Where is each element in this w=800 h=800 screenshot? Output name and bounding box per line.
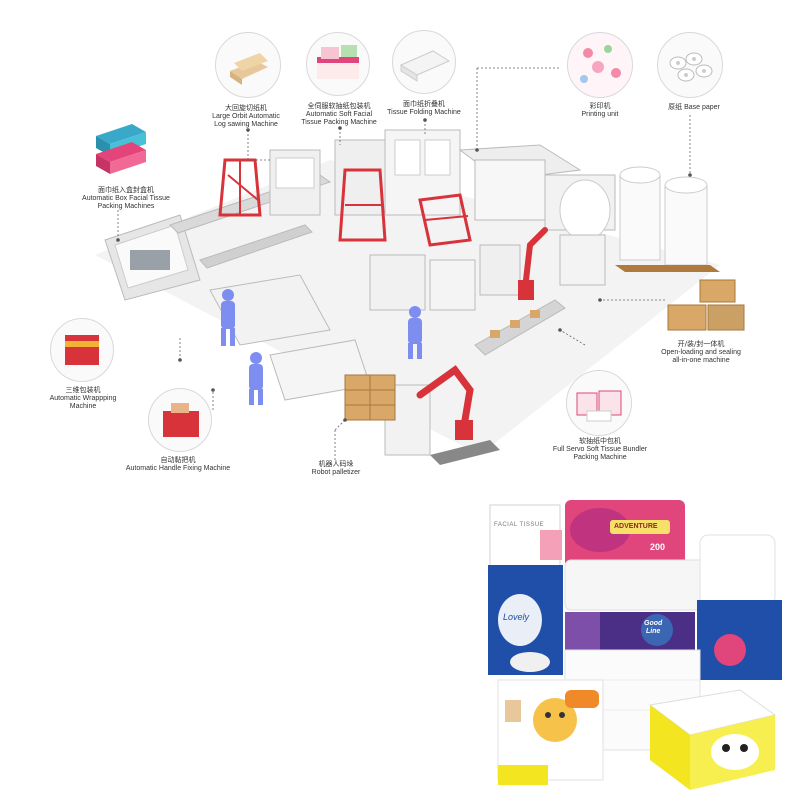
callout-dots [116, 118, 692, 422]
robot-palletizer [344, 365, 500, 465]
label-box-pack: 面巾纸入盒封盒机 Automatic Box Facial Tissue Pac… [82, 186, 170, 210]
center-machines [369, 234, 606, 311]
label-bundler: 软抽纸中包机 Full Servo Soft Tissue Bundler Pa… [552, 437, 648, 461]
brand-script-text: Lovely [503, 612, 530, 622]
line-text: Line [645, 628, 661, 635]
label-carton: 开/装/封一体机 Open-loading and sealing all-in… [661, 340, 741, 364]
label-wrap: 三维包装机 Automatic Wrappping Machine [49, 386, 117, 410]
robot-arm-center [518, 227, 548, 300]
bundler-thumbnail [566, 370, 632, 436]
log-saw-machine [218, 149, 321, 217]
base-paper-thumbnail [657, 32, 723, 98]
tissue-folding-machine [384, 129, 461, 216]
handle-thumbnail [148, 388, 212, 452]
label-log-saw: 大回旋切纸机 Large Orbit Automatic Log sawing … [212, 104, 280, 128]
facial-tissue-text: FACIAL TISSUE [494, 522, 545, 528]
label-handle: 自动黏把机 Automatic Handle Fixing Machine [125, 456, 231, 472]
callout-lines [117, 67, 691, 460]
label-base: 原纸 Base paper [668, 104, 720, 111]
transfer-gantry [418, 193, 472, 247]
count-text: 200 [650, 542, 666, 552]
good-text: Good [644, 620, 663, 627]
carton-boxes-top [667, 279, 745, 331]
soft-pack-thumbnail [306, 32, 370, 96]
fold-thumbnail [392, 30, 456, 94]
label-soft-pack: 全伺服软抽纸包装机 Automatic Soft Facial Tissue P… [301, 102, 377, 126]
box-pack-thumbnail [92, 120, 150, 180]
base-paper-rolls [615, 166, 720, 272]
wrap-thumbnail [50, 318, 114, 382]
printing-unit [458, 144, 616, 241]
label-fold: 面巾纸折叠机 Tissue Folding Machine [387, 100, 461, 116]
label-print: 彩印机 Printing unit [581, 102, 619, 118]
log-saw-thumbnail [215, 32, 281, 98]
worker-figures [221, 289, 422, 405]
adventure-brand-text: ADVENTURE [614, 523, 658, 530]
box-packing-machine [104, 214, 201, 301]
soft-tissue-packing-machine [334, 139, 391, 242]
print-thumbnail [567, 32, 633, 98]
label-palletizer: 机器人码垛 Robot palletizer [311, 460, 361, 476]
good-line-text: Good Line [644, 620, 662, 636]
output-conveyor [474, 299, 566, 356]
